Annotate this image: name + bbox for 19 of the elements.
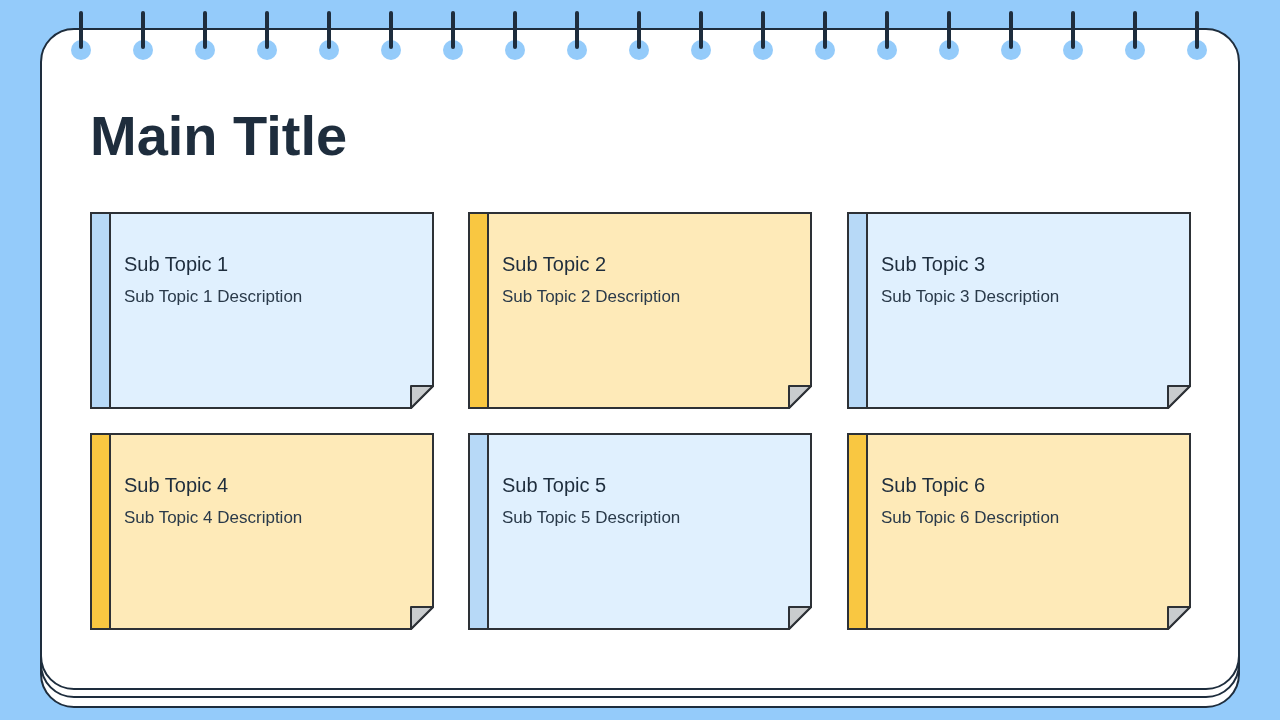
note-description: Sub Topic 1 Description (124, 286, 304, 308)
note-heading: Sub Topic 5 (502, 473, 608, 498)
sticky-note (90, 212, 434, 409)
note-heading: Sub Topic 1 (124, 252, 230, 277)
sticky-note (847, 433, 1191, 630)
note-description: Sub Topic 5 Description (502, 507, 682, 529)
note-heading: Sub Topic 2 (502, 252, 608, 277)
note-heading: Sub Topic 6 (881, 473, 987, 498)
sticky-note (847, 212, 1191, 409)
sticky-note (90, 433, 434, 630)
main-title: Main Title (90, 108, 348, 164)
note-description: Sub Topic 3 Description (881, 286, 1061, 308)
note-description: Sub Topic 6 Description (881, 507, 1061, 529)
note-heading: Sub Topic 3 (881, 252, 987, 277)
note-description: Sub Topic 2 Description (502, 286, 682, 308)
sticky-note (468, 433, 812, 630)
note-heading: Sub Topic 4 (124, 473, 230, 498)
note-description: Sub Topic 4 Description (124, 507, 304, 529)
sticky-note (468, 212, 812, 409)
